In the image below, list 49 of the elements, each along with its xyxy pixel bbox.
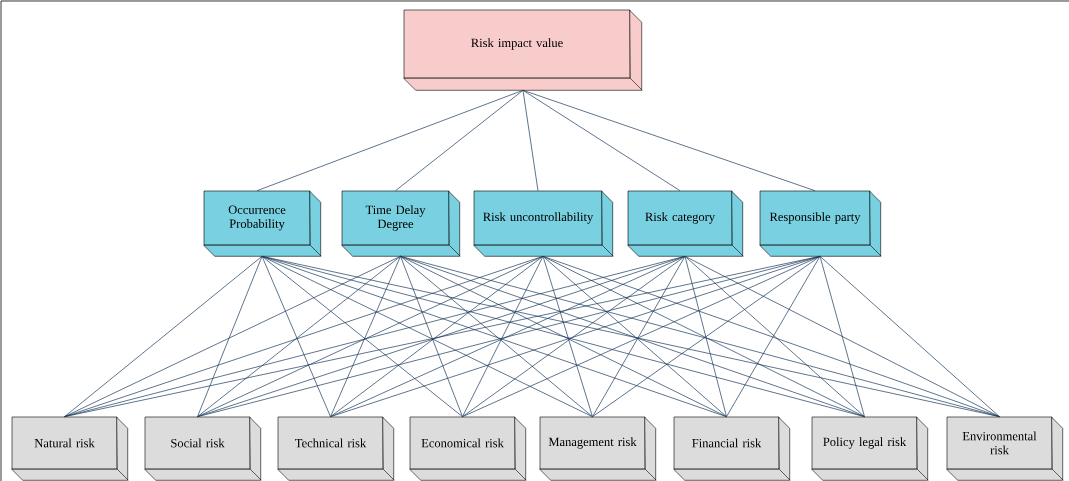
connector-line [64,255,263,418]
connector-line [542,255,593,418]
connector-line [542,255,865,418]
connector-line [261,255,593,418]
connector-line [400,255,463,418]
connector-line [522,89,816,192]
connector-line [522,89,539,192]
connector-line [592,255,821,418]
connector-line [684,255,1000,418]
connector-line [462,255,821,418]
box: Policy legal risk [811,416,929,481]
connector-line [819,255,865,418]
connector-line [261,255,865,418]
connector-line [462,255,686,418]
box: Risk uncontrollability [473,190,614,257]
connector-line [64,255,401,418]
box: Technical risk [277,416,395,481]
box: Financial risk [673,416,791,481]
connector-line [462,255,544,418]
connector-line [330,255,544,418]
box: Risk category [627,190,744,257]
connector-line [542,255,1000,418]
connector-line [261,255,463,418]
connector-line [330,255,821,418]
connector-line [256,89,524,192]
connector-line [684,255,727,418]
connector-line [261,255,331,418]
box: Occurrence Probability [203,190,322,257]
box: Environmental risk [946,416,1064,481]
connector-line [726,255,821,418]
connector-line [400,255,1000,418]
box: Management risk [539,416,657,481]
box: Natural risk [11,416,129,481]
connector-line [197,255,401,418]
connector-line [400,255,593,418]
box: Social risk [144,416,262,481]
connector-line [592,255,686,418]
connector-line [197,255,263,418]
connector-line [542,255,727,418]
box: Responsible party [759,190,882,257]
box: Economical risk [409,416,527,481]
connector-line [819,255,1000,418]
connector-line [330,255,401,418]
box: Time Delay Degree [341,190,461,257]
box: Risk impact value [403,9,643,91]
connector-line [522,89,681,192]
connector-line [395,89,524,192]
connector-line [400,255,865,418]
connector-line [684,255,865,418]
